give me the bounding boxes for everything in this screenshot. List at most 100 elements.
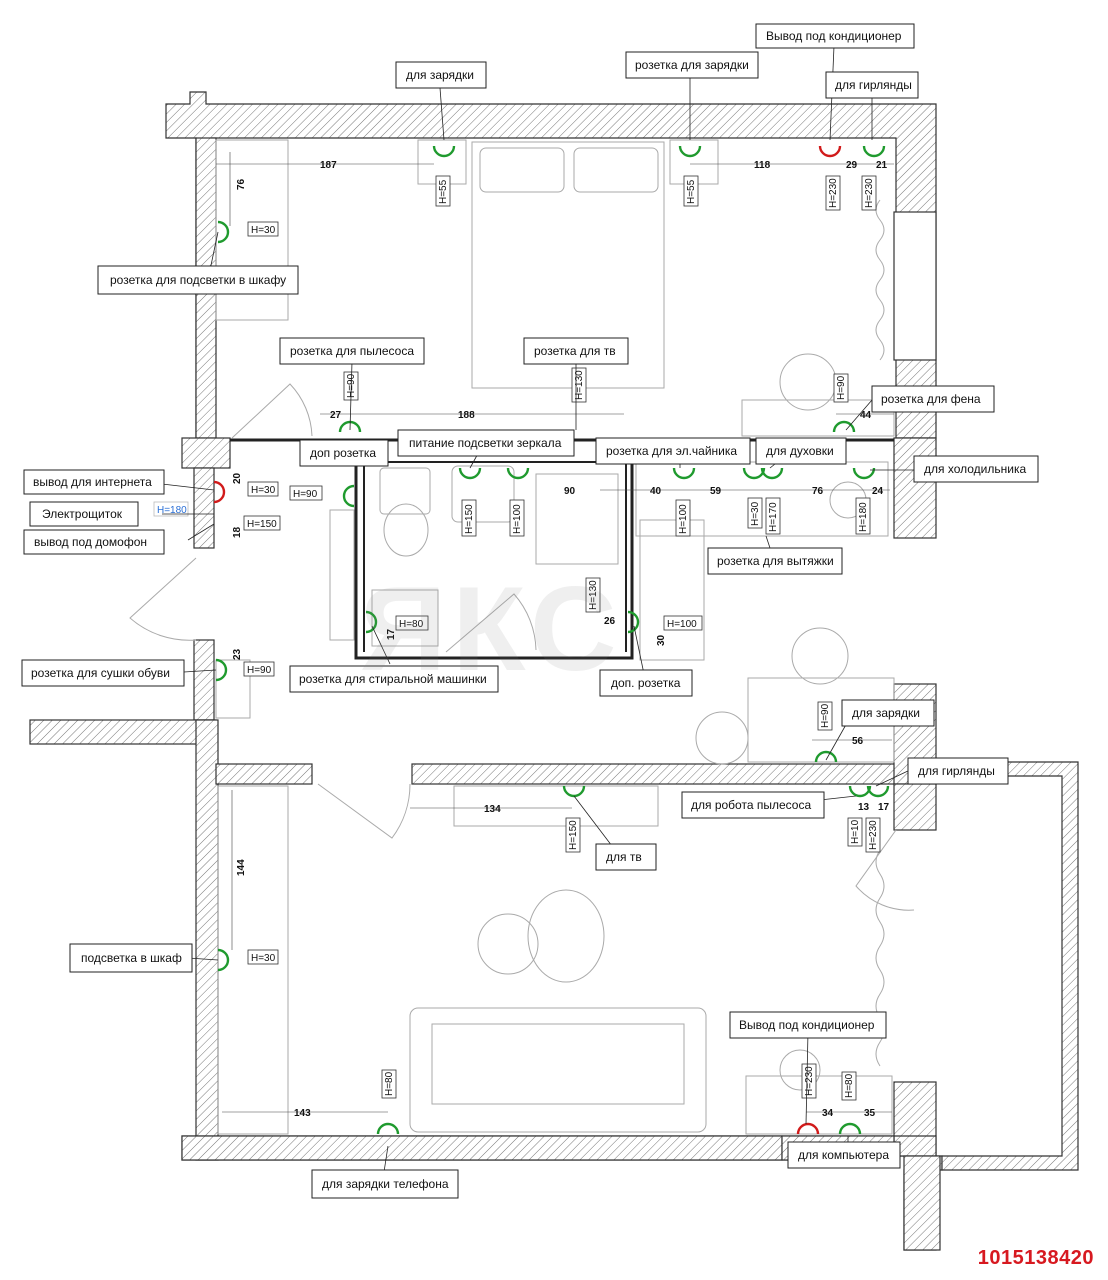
h-tag: H=80	[841, 1071, 857, 1101]
socket-icon	[862, 145, 886, 158]
label-robot-vacuum: для робота пылесоса	[681, 791, 825, 819]
h-tag: H=90	[243, 661, 275, 677]
svg-text:H=30: H=30	[251, 485, 276, 496]
dim-23: 23	[232, 648, 243, 660]
label-extra-socket: доп розетка	[299, 439, 389, 467]
label-wardrobe-light-2: подсветка в шкаф	[69, 943, 193, 973]
socket-icon	[215, 658, 228, 682]
curtain-top	[875, 199, 885, 361]
wall-right-window-1	[893, 211, 937, 361]
dim-59: 59	[710, 486, 722, 497]
dim-76: 76	[236, 178, 247, 190]
svg-text:для зарядки: для зарядки	[852, 706, 920, 720]
dim-26: 26	[604, 616, 616, 627]
dim-56: 56	[852, 736, 864, 747]
svg-text:подсветка в шкаф: подсветка в шкаф	[81, 951, 182, 965]
socket-icon	[217, 948, 230, 972]
svg-text:H=130: H=130	[588, 580, 599, 610]
socket-icon	[678, 145, 702, 158]
svg-text:H=30: H=30	[750, 501, 761, 526]
dimension-lines	[216, 152, 894, 1113]
svg-text:H=230: H=230	[864, 178, 875, 208]
dim-40: 40	[650, 486, 662, 497]
svg-text:H=90: H=90	[247, 665, 272, 676]
svg-text:для зарядки: для зарядки	[406, 68, 474, 82]
svg-text:доп розетка: доп розетка	[310, 446, 376, 460]
svg-text:H=100: H=100	[667, 619, 697, 630]
svg-text:H=150: H=150	[247, 519, 277, 530]
callout-labels: Вывод под кондиционер для зарядки розетк…	[21, 23, 1039, 1199]
svg-text:Вывод под кондиционер: Вывод под кондиционер	[739, 1018, 875, 1032]
svg-text:H=80: H=80	[399, 619, 424, 630]
label-garland-mid: для гирлянды	[907, 757, 1009, 785]
h-tag: H=55	[435, 175, 451, 207]
socket-icon	[672, 467, 696, 480]
dim-134: 134	[484, 804, 501, 815]
dim-27: 27	[330, 410, 342, 421]
door-entrance	[129, 557, 197, 641]
dim-144: 144	[236, 859, 247, 876]
socket-icon	[458, 467, 482, 480]
svg-text:H=80: H=80	[844, 1073, 855, 1098]
shower	[535, 473, 619, 565]
h-tag: H=230	[825, 175, 841, 211]
label-vacuum: розетка для пылесоса	[279, 337, 425, 365]
svg-text:H=90: H=90	[293, 489, 318, 500]
svg-text:Электрощиток: Электрощиток	[42, 507, 123, 521]
svg-text:для духовки: для духовки	[766, 444, 834, 458]
label-kettle: розетка для эл.чайника	[595, 437, 751, 465]
dim-188: 188	[458, 410, 475, 421]
label-oven: для духовки	[755, 437, 847, 465]
socket-red-icon	[796, 1122, 820, 1135]
sofa-seat	[431, 1023, 685, 1105]
h-tag: H=150	[243, 515, 281, 531]
label-shoe-dryer: розетка для сушки обуви	[21, 659, 185, 687]
h-tag: H=230	[865, 817, 881, 853]
svg-text:H=150: H=150	[568, 820, 579, 850]
wall-right-mid	[893, 437, 937, 539]
svg-text:вывод для интернета: вывод для интернета	[33, 475, 152, 489]
h-tag: H=150	[565, 817, 581, 853]
svg-text:Вывод под кондиционер: Вывод под кондиционер	[766, 29, 902, 43]
dim-30: 30	[656, 634, 667, 646]
socket-icon	[814, 750, 838, 763]
svg-text:розетка для стиральной машинки: розетка для стиральной машинки	[299, 672, 487, 686]
dim-143: 143	[294, 1108, 311, 1119]
label-wardrobe-light: розетка для подсветки в шкафу	[97, 265, 299, 295]
h-tag: H=30	[247, 221, 279, 237]
sink-bath	[379, 467, 431, 515]
svg-text:для гирлянды: для гирлянды	[918, 764, 995, 778]
svg-text:розетка для сушки обуви: розетка для сушки обуви	[31, 666, 170, 680]
wall-bottom-main	[181, 1135, 783, 1161]
bed-pillow-right	[573, 147, 659, 193]
dining-chair-1	[791, 627, 849, 685]
h-tag: H=100	[663, 615, 703, 631]
h-tag: H=100	[675, 499, 691, 537]
dim-118: 118	[754, 160, 771, 171]
svg-text:розетка для зарядки: розетка для зарядки	[635, 58, 749, 72]
label-washer: розетка для стиральной машинки	[289, 665, 499, 693]
bed-pillow-left	[479, 147, 565, 193]
label-socket-charge-top: розетка для зарядки	[625, 51, 759, 79]
svg-text:H=55: H=55	[686, 179, 697, 204]
h-tag: H=30	[747, 497, 763, 529]
h-tag: H=80	[395, 615, 429, 631]
socket-icon	[432, 145, 456, 158]
dim-21: 21	[876, 160, 888, 171]
svg-text:розетка для тв: розетка для тв	[534, 344, 616, 358]
svg-text:для гирлянды: для гирлянды	[835, 78, 912, 92]
h-tag: H=80	[381, 1069, 397, 1099]
h-tag: H=10	[847, 817, 863, 847]
kitchen-column	[639, 519, 705, 661]
svg-text:для робота пылесоса: для робота пылесоса	[691, 798, 811, 812]
toilet	[383, 503, 429, 557]
wall-entrance-top	[181, 437, 231, 469]
wall-top	[165, 91, 937, 439]
svg-text:для компьютера: для компьютера	[798, 1148, 889, 1162]
leader-lines	[161, 45, 914, 1173]
svg-text:розетка для эл.чайника: розетка для эл.чайника	[606, 444, 737, 458]
dim-13: 13	[858, 802, 870, 813]
sockets	[213, 145, 890, 1135]
h-tag: H=170	[765, 497, 781, 535]
door-living	[317, 783, 411, 839]
